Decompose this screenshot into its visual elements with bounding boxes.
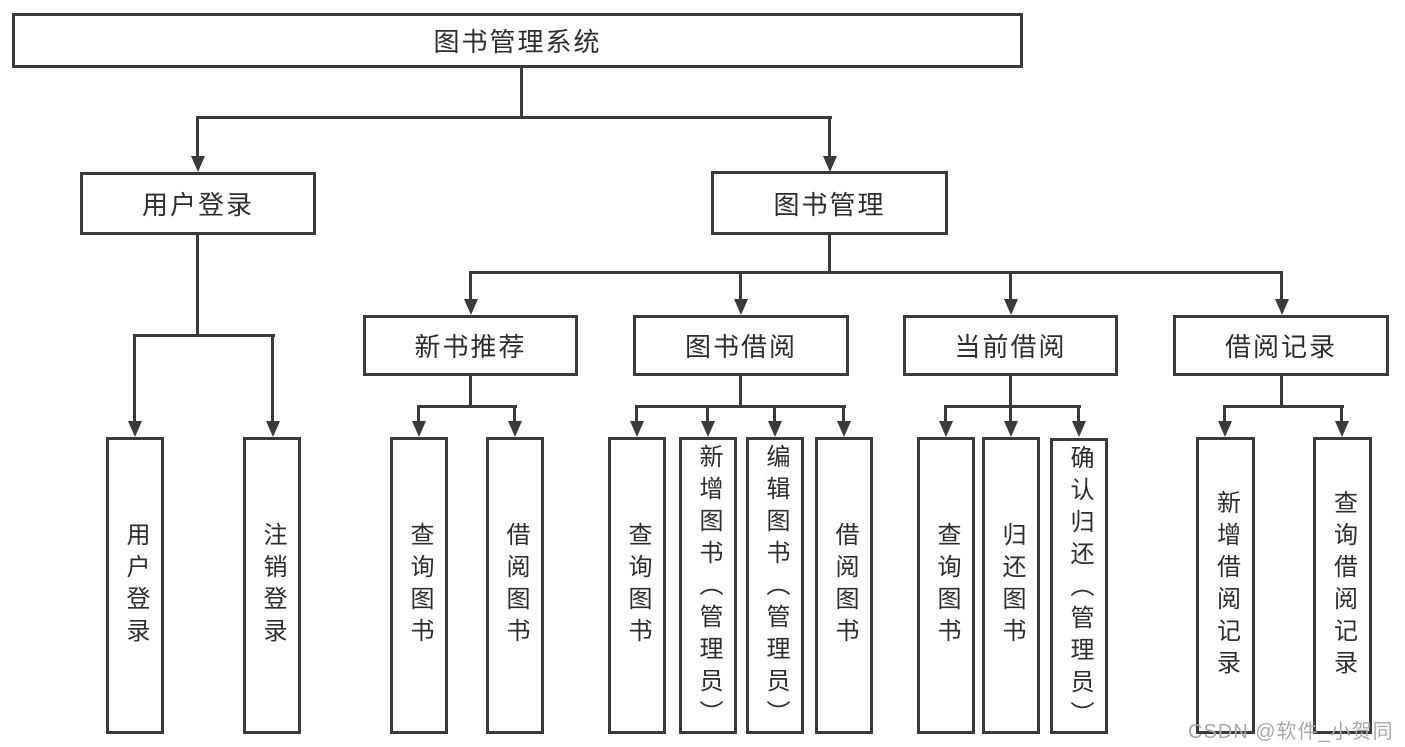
connector-leaf-stem xyxy=(1077,405,1080,423)
node-borrow-records: 借阅记录 xyxy=(1173,315,1389,376)
arrowhead-down-icon xyxy=(508,421,522,437)
node-book-management: 图书管理 xyxy=(711,171,948,235)
leaf-query-books-recommend: 查询图书 xyxy=(390,437,448,734)
connector-to-leaf-logout xyxy=(271,334,274,423)
node-library-management-system: 图书管理系统 xyxy=(12,13,1023,68)
connector-to-book-borrow xyxy=(739,271,742,301)
arrowhead-down-icon xyxy=(630,421,644,437)
leaf-query-borrow-record: 查询借阅记录 xyxy=(1313,437,1372,734)
connector-leaf-stem xyxy=(944,405,947,423)
connector-borrow-records-bar xyxy=(1223,405,1344,408)
connector-to-borrow-records xyxy=(1280,271,1283,301)
arrowhead-down-icon xyxy=(1004,421,1018,437)
connector-user-login-stem xyxy=(196,235,199,337)
leaf-borrow-books: 借阅图书 xyxy=(815,437,873,734)
connector-book-management-bar xyxy=(469,271,1283,274)
leaf-add-borrow-record: 新增借阅记录 xyxy=(1196,437,1255,734)
connector-root-bar xyxy=(196,116,832,119)
leaf-confirm-return-admin: 确认归还（管理员） xyxy=(1050,438,1108,734)
connector-new-book-bar xyxy=(417,405,517,408)
arrowhead-down-icon xyxy=(837,421,851,437)
connector-book-management-stem xyxy=(828,235,831,274)
connector-to-user-login xyxy=(196,116,199,158)
connector-new-book-stem xyxy=(469,376,472,408)
leaf-return-book: 归还图书 xyxy=(982,437,1040,734)
arrowhead-down-icon xyxy=(939,421,953,437)
arrowhead-down-icon xyxy=(701,421,715,437)
connector-leaf-stem xyxy=(706,405,709,423)
connector-leaf-stem xyxy=(417,405,420,423)
node-new-book-recommend: 新书推荐 xyxy=(363,315,578,376)
leaf-logout: 注销登录 xyxy=(243,437,301,734)
connector-to-new-book-recommend xyxy=(469,271,472,301)
connector-leaf-stem xyxy=(1009,405,1012,423)
connector-leaf-stem xyxy=(513,405,516,423)
arrowhead-down-icon xyxy=(1275,299,1289,315)
arrowhead-down-icon xyxy=(412,421,426,437)
arrowhead-down-icon xyxy=(823,156,837,172)
leaf-user-login: 用户登录 xyxy=(106,437,164,734)
arrowhead-down-icon xyxy=(768,421,782,437)
csdn-watermark: CSDN @软件_小贺同学 xyxy=(1188,721,1394,743)
connector-root-stem xyxy=(520,68,523,118)
arrowhead-down-icon xyxy=(1072,421,1086,437)
connector-to-book-management xyxy=(828,116,831,158)
connector-book-borrow-stem xyxy=(739,376,742,408)
connector-user-login-bar xyxy=(133,334,275,337)
connector-borrow-records-stem xyxy=(1280,376,1283,408)
arrowhead-down-icon xyxy=(191,156,205,172)
connector-to-leaf-user-login xyxy=(133,334,136,423)
arrowhead-down-icon xyxy=(1335,421,1349,437)
leaf-query-books-borrow: 查询图书 xyxy=(608,437,666,734)
connector-leaf-stem xyxy=(635,405,638,423)
leaf-add-book-admin: 新增图书（管理员） xyxy=(679,437,737,734)
connector-book-borrow-bar xyxy=(635,405,846,408)
node-current-borrow: 当前借阅 xyxy=(903,315,1118,376)
connector-leaf-stem xyxy=(1223,405,1226,423)
leaf-edit-book-admin: 编辑图书（管理员） xyxy=(746,437,804,734)
leaf-query-books-current: 查询图书 xyxy=(917,437,975,734)
connector-current-borrow-stem xyxy=(1009,376,1012,408)
leaf-borrow-books-recommend: 借阅图书 xyxy=(486,437,544,734)
arrowhead-down-icon xyxy=(734,299,748,315)
connector-to-current-borrow xyxy=(1009,271,1012,301)
arrowhead-down-icon xyxy=(464,299,478,315)
arrowhead-down-icon xyxy=(128,421,142,437)
connector-leaf-stem xyxy=(842,405,845,423)
arrowhead-down-icon xyxy=(1004,299,1018,315)
node-book-borrow: 图书借阅 xyxy=(633,315,849,376)
arrowhead-down-icon xyxy=(1218,421,1232,437)
connector-leaf-stem xyxy=(1340,405,1343,423)
connector-leaf-stem xyxy=(773,405,776,423)
node-user-login: 用户登录 xyxy=(80,172,316,235)
arrowhead-down-icon xyxy=(266,421,280,437)
connector-current-borrow-bar xyxy=(944,405,1081,408)
